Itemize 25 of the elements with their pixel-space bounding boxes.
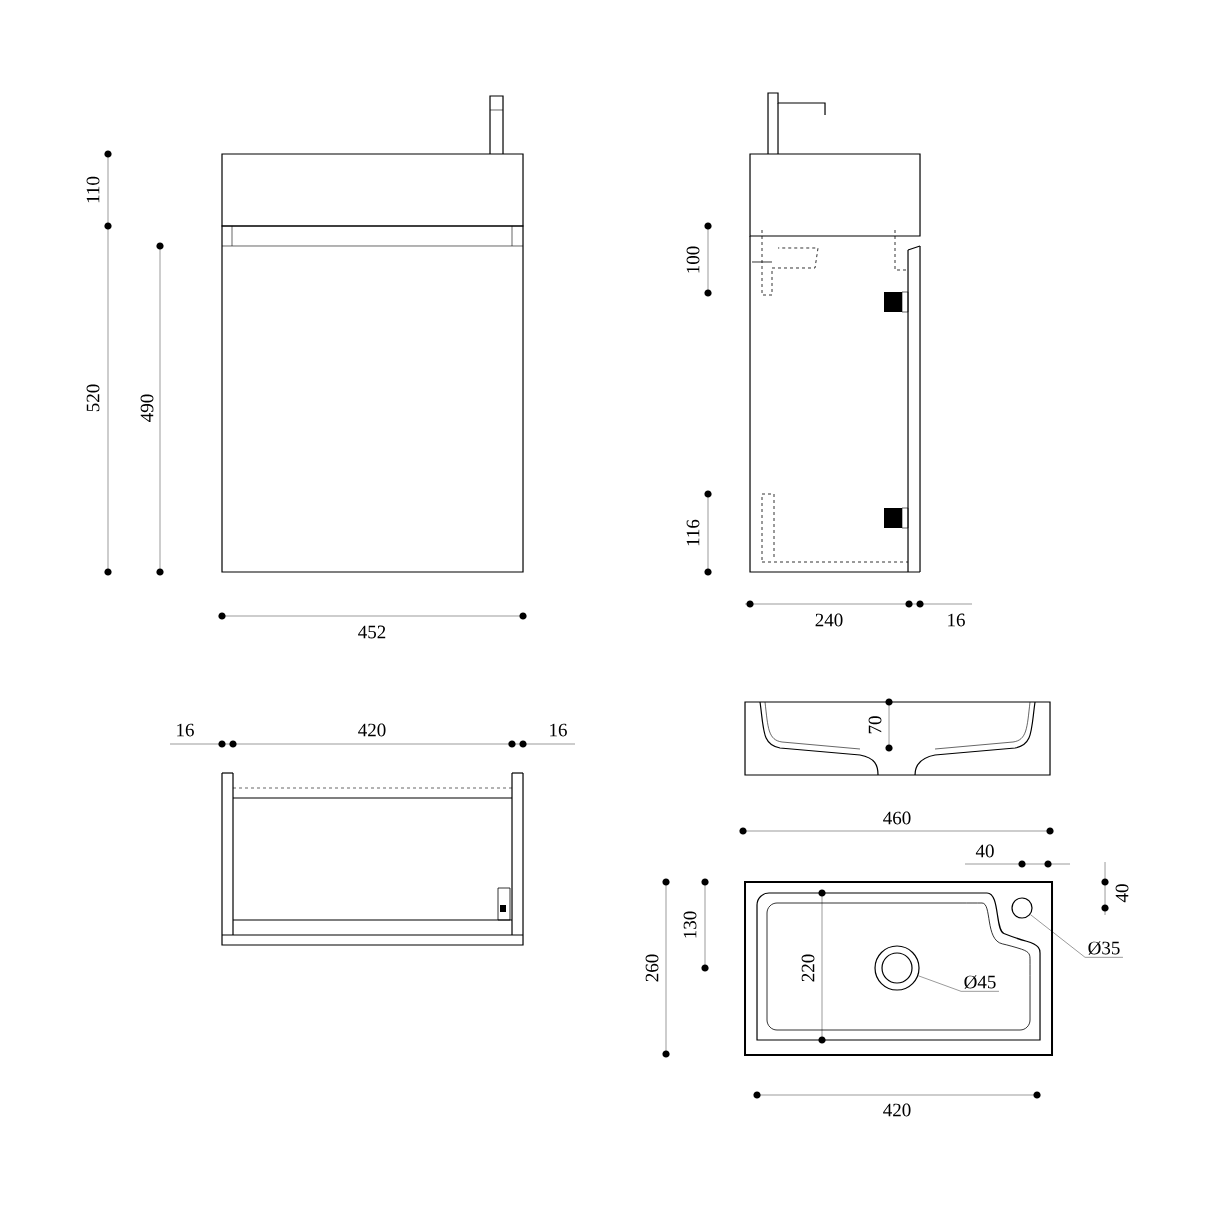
- dimension-label: 490: [140, 394, 154, 422]
- dimension-label: 240: [815, 613, 843, 627]
- dimension-label: 116: [686, 519, 700, 546]
- dimension-label: Ø45: [964, 975, 996, 989]
- dimension-label: 40: [1115, 884, 1129, 903]
- dimension-label: 100: [686, 246, 700, 273]
- dimension-label: 420: [358, 723, 386, 737]
- dimension-label: 16: [177, 723, 194, 737]
- dimension-label: 220: [801, 954, 815, 982]
- dimension-label: 110: [86, 176, 100, 203]
- dimension-label: 520: [86, 384, 100, 412]
- dimension-label: 40: [975, 844, 994, 858]
- drain-hole: [1011, 897, 1033, 919]
- dimension-label: 130: [683, 911, 697, 938]
- dimension-label: 460: [883, 811, 911, 825]
- dimension-label: 16: [550, 723, 567, 737]
- dimension-label: 260: [645, 954, 659, 982]
- dimension-label: 452: [358, 625, 386, 639]
- dimension-label: 70: [868, 716, 882, 734]
- leader-line: [1030, 914, 1124, 958]
- leader-line: [918, 975, 1000, 992]
- drain-hole: [874, 945, 920, 991]
- dimension-label: 16: [948, 613, 965, 627]
- dimension-label: Ø35: [1088, 941, 1120, 955]
- dimension-label: 420: [883, 1103, 911, 1117]
